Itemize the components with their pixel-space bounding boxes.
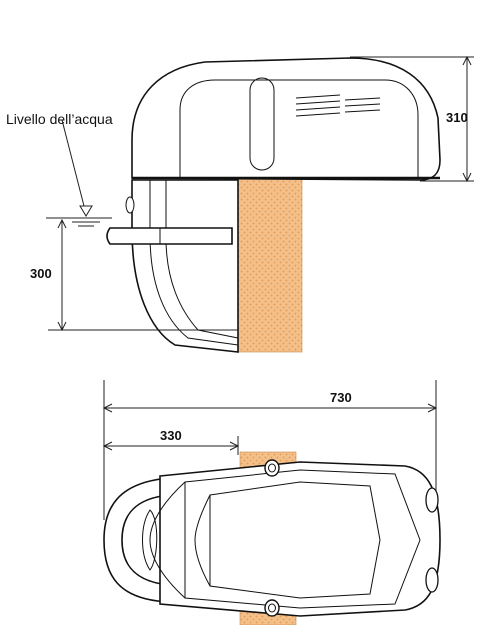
dim-wall-offset-label: 330 (160, 428, 182, 443)
top-inner-contour (184, 469, 421, 609)
dim-water-depth-label: 300 (30, 266, 52, 281)
dim-water-depth (48, 218, 238, 332)
device-lower-body (131, 179, 239, 353)
mount-screw-top (264, 459, 280, 477)
top-inner-contour2 (209, 481, 381, 599)
handle-slot (249, 77, 275, 171)
water-level-label: Livello dell’acqua (6, 111, 113, 127)
dim-total-length-label: 730 (330, 390, 352, 405)
top-front-curve2 (194, 494, 211, 587)
water-level-leader (61, 119, 85, 207)
dim-top-height-label: 310 (446, 110, 468, 125)
intake-pipe (106, 227, 233, 245)
mount-screw-bottom (264, 599, 280, 617)
device-housing-top (131, 57, 441, 181)
side-view: Livello dell’acqua 300 310 (6, 55, 474, 353)
dim-wall-offset (102, 436, 240, 455)
vent-grille (295, 94, 381, 117)
water-level-symbol (46, 205, 112, 227)
rear-knob-top (425, 487, 439, 513)
dim-top-height (350, 55, 474, 183)
housing-inner-arch (179, 79, 419, 178)
top-view: 730 330 (102, 380, 441, 625)
pool-wall-side (237, 177, 303, 353)
top-device-body (159, 461, 441, 617)
side-knob (125, 196, 135, 214)
rear-knob-bottom (425, 567, 439, 593)
top-scoop (142, 509, 158, 571)
top-front-curve (149, 481, 186, 599)
dim-total-length (102, 380, 438, 520)
